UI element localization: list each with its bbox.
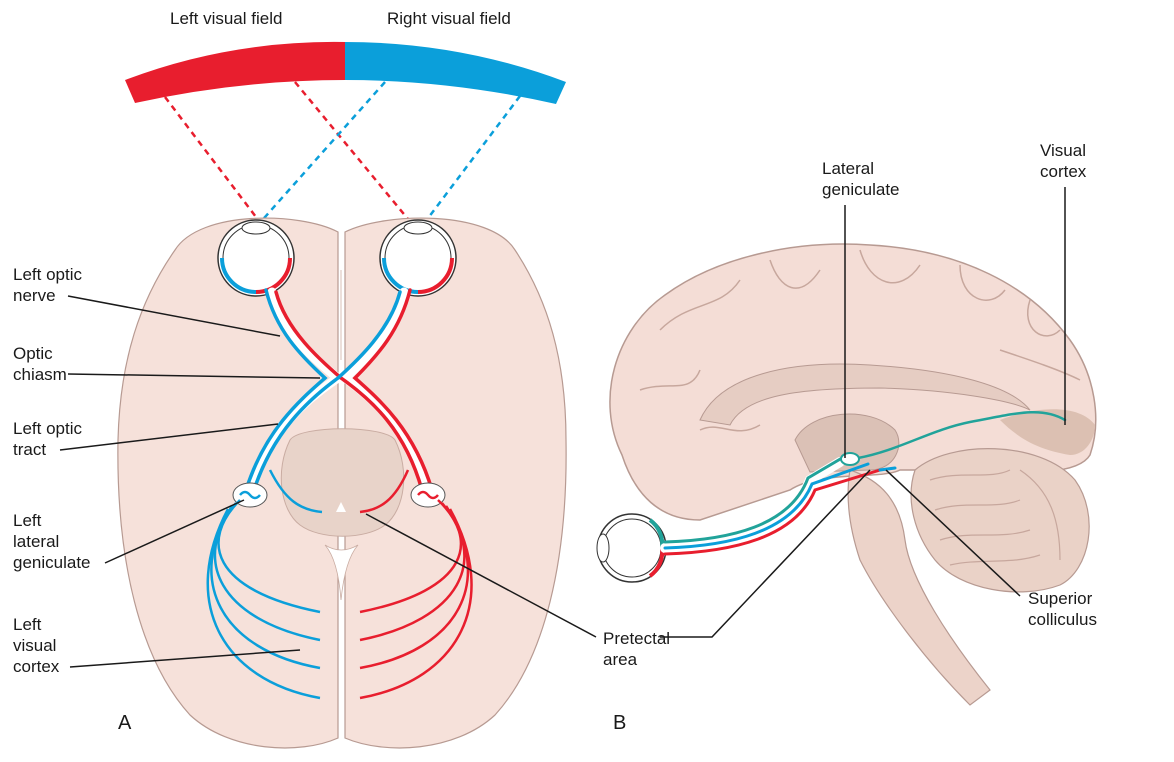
panel-a-letter: A xyxy=(118,712,132,734)
brain-horizontal-section xyxy=(117,217,567,749)
right-visual-field-label: Right visual field xyxy=(387,9,511,28)
diencephalon xyxy=(794,413,900,473)
superior-colliculus-label: Superior colliculus xyxy=(1028,589,1097,629)
lateral-geniculate-right xyxy=(410,482,446,508)
left-visual-field-label: Left visual field xyxy=(170,9,283,28)
left-visual-field-band xyxy=(125,41,345,103)
left-hemisphere xyxy=(117,217,339,749)
panel-b-leader-lines xyxy=(660,187,1066,638)
panel-a-leader-lines xyxy=(59,295,597,668)
right-hemisphere xyxy=(344,217,567,749)
right-visual-field-band xyxy=(345,42,566,104)
midbrain xyxy=(280,428,405,537)
visual-cortex-region xyxy=(1000,409,1095,455)
brainstem xyxy=(847,469,991,706)
cerebral-aqueduct xyxy=(336,502,346,512)
eyeball-icon xyxy=(379,219,457,297)
posterior-notch xyxy=(324,544,359,601)
left-optic-tract-label: Left optic tract xyxy=(13,419,82,459)
eyeball-icon xyxy=(596,513,667,583)
optic-chiasm-label: Optic chiasm xyxy=(13,344,67,384)
cerebellum xyxy=(910,448,1090,593)
panel-b-letter: B xyxy=(613,712,627,734)
brain-icon xyxy=(609,243,1097,706)
lateral-geniculate-label: Lateral geniculate xyxy=(822,159,900,199)
left-visual-cortex-label: Left visual cortex xyxy=(13,615,60,676)
left-lateral-geniculate-label: Left lateral geniculate xyxy=(13,511,91,572)
pretectal-area-label: Pretectal area xyxy=(603,629,671,669)
corpus-callosum xyxy=(699,363,1031,426)
left-optic-nerve-label: Left optic nerve xyxy=(13,265,82,305)
eyeball-icon xyxy=(217,219,295,297)
sagittal-optic-pathway xyxy=(660,410,1067,556)
optic-pathway xyxy=(244,287,434,495)
lateral-geniculate-nucleus xyxy=(840,452,860,466)
visual-field-arc xyxy=(125,41,566,104)
optic-radiation-left xyxy=(206,499,321,700)
visual-cortex-label: Visual cortex xyxy=(1040,141,1087,181)
